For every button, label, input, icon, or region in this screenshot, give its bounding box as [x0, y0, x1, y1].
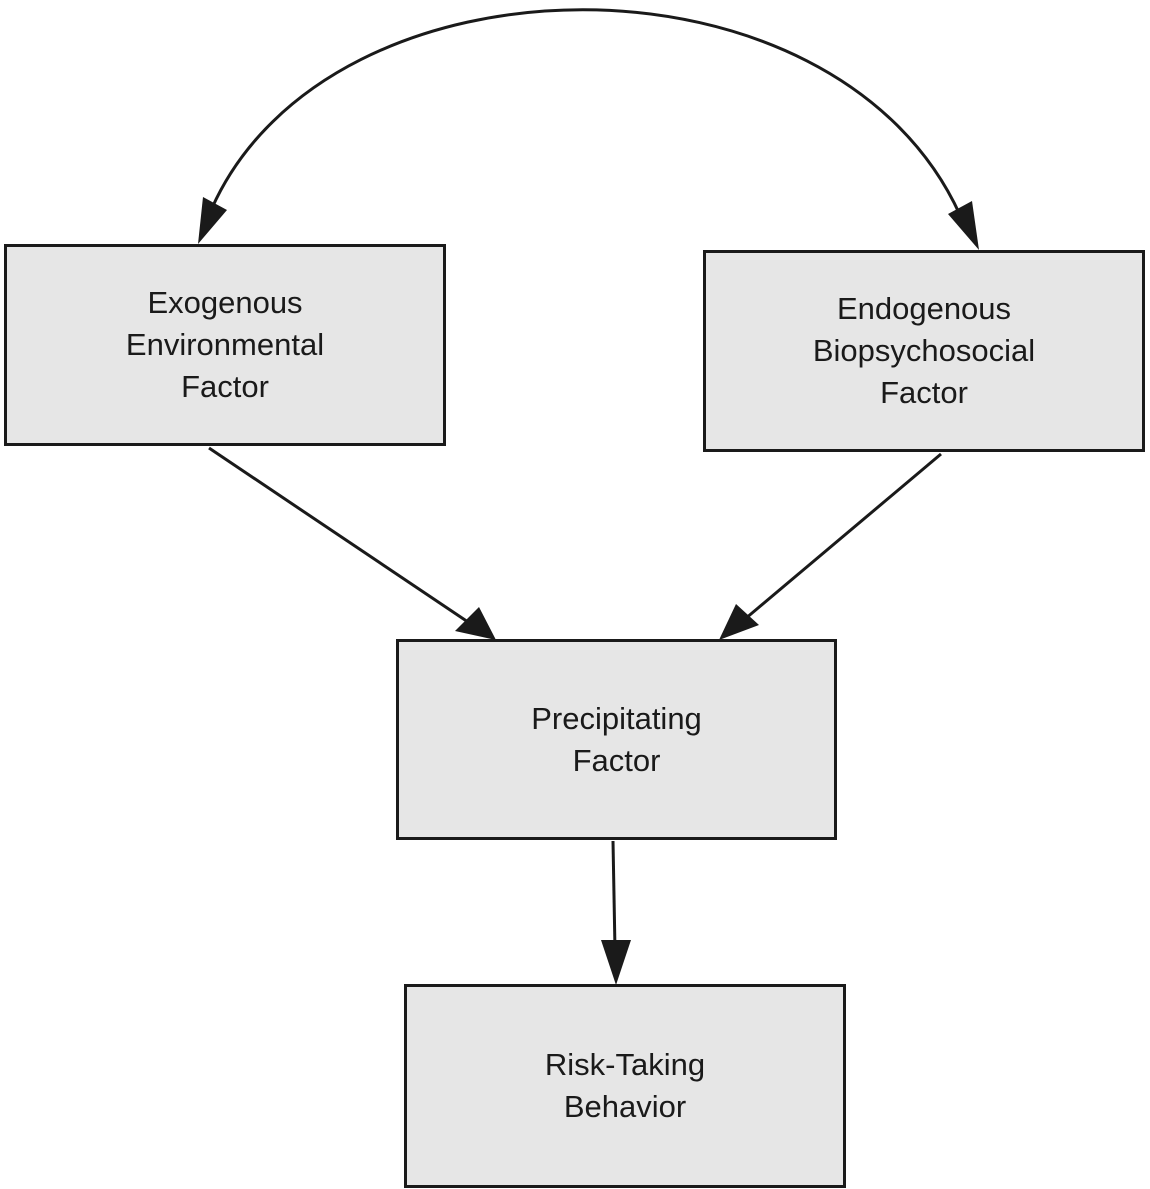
arrowhead-to-exogenous	[198, 197, 227, 244]
arrowhead-to-endogenous	[948, 201, 979, 250]
connector-exogenous-to-precipitating	[208, 446, 469, 624]
arrowhead-endogenous-to-precipitating	[719, 604, 759, 640]
arrowhead-precipitating-to-risk	[601, 940, 631, 985]
node-label: Precipitating Factor	[531, 700, 702, 778]
node-label: Risk-Taking Behavior	[544, 1047, 706, 1124]
node-endogenous-biopsychosocial-factor: Endogenous Biopsychosocial Factor	[703, 250, 1145, 452]
node-exogenous-environmental-factor: Exogenous Environmental Factor	[4, 244, 446, 446]
node-risk-taking-behavior: Risk-Taking Behavior	[404, 984, 846, 1188]
arrowhead-exogenous-to-precipitating	[455, 607, 496, 640]
node-label: Exogenous Environmental Factor	[125, 285, 325, 404]
curved-connector-exogenous-endogenous	[210, 8, 962, 216]
node-precipitating-factor: Precipitating Factor	[396, 639, 837, 840]
connector-precipitating-to-risk	[611, 840, 617, 951]
connector-endogenous-to-precipitating	[744, 452, 942, 621]
node-label: Endogenous Biopsychosocial Factor	[812, 291, 1036, 410]
